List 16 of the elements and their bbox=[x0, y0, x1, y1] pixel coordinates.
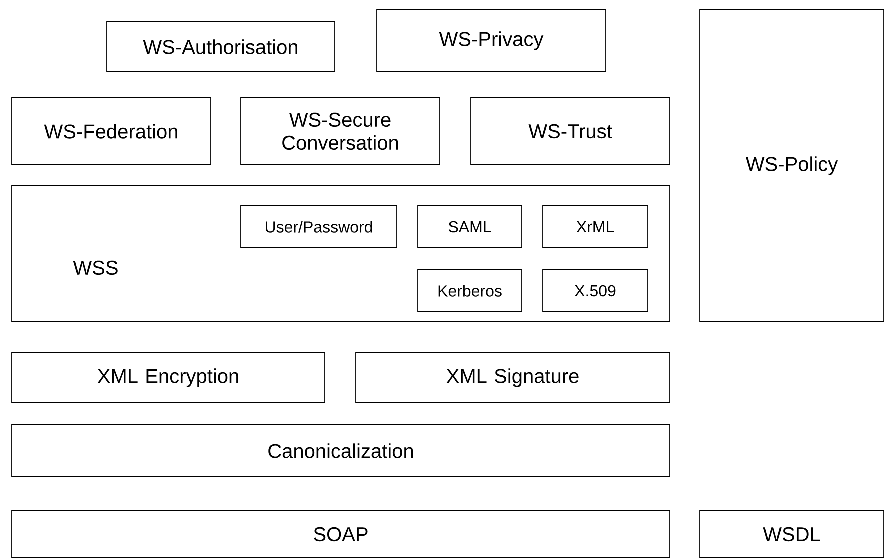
layer-box: WS-Policy bbox=[700, 10, 884, 322]
component-box: Kerberos bbox=[418, 270, 522, 312]
layer-box: WS-Federation bbox=[12, 98, 212, 166]
layer-box: XML Signature bbox=[356, 352, 670, 404]
layer-box: WS-Privacy bbox=[376, 10, 606, 72]
layer-box: WS-Authorisation bbox=[106, 22, 336, 72]
layer-box: Canonicalization bbox=[12, 424, 670, 478]
component-box: User/Password bbox=[240, 206, 398, 248]
layer-box: WSDL bbox=[700, 510, 884, 558]
component-box: XrML bbox=[542, 206, 648, 248]
layer-box: XML Encryption bbox=[12, 352, 326, 404]
component-box: SAML bbox=[418, 206, 522, 248]
layer-box: SOAP bbox=[12, 510, 670, 558]
layer-box: WS-Secure Conversation bbox=[240, 98, 440, 166]
layer-box: WS-Trust bbox=[470, 98, 670, 166]
component-box: X.509 bbox=[542, 270, 648, 312]
